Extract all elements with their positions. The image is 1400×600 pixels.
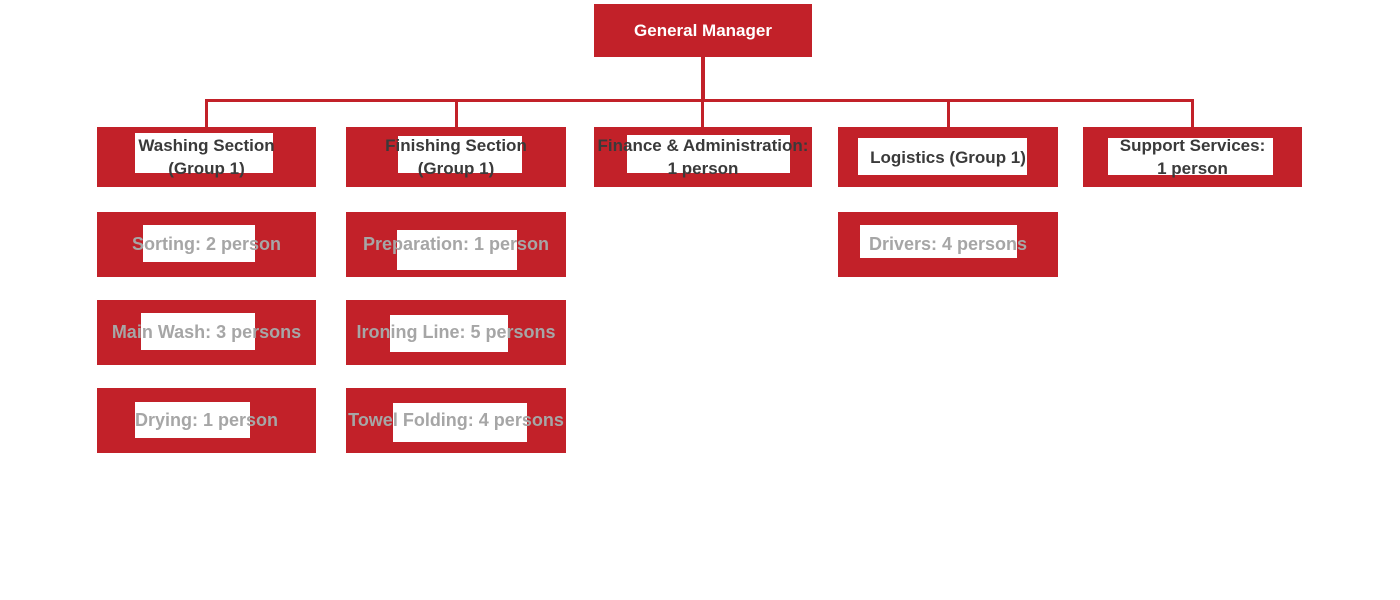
node-label-background [858, 138, 1027, 175]
node-label-background [135, 402, 250, 438]
title-line: Finishing Section [385, 136, 527, 155]
org-node-support-services: Support Services: 1 person [1083, 127, 1302, 187]
node-label-background [393, 403, 527, 442]
org-node-sorting: Sorting: 2 person [97, 212, 316, 277]
node-label-background [135, 133, 273, 173]
title-line: Finance & Administration: [597, 136, 809, 155]
org-node-washing-section: Washing Section (Group 1) [97, 127, 316, 187]
title-line: 1 person [1157, 159, 1228, 178]
title-line: Logistics (Group 1) [870, 147, 1026, 167]
title-line: (Group 1) [168, 159, 245, 178]
title-line: (Group 1) [417, 159, 495, 178]
node-label: Sorting: 2 person [131, 234, 281, 254]
node-label-background [141, 313, 255, 350]
node-label-background [1108, 138, 1273, 175]
node-label: Drivers: 4 persons [868, 234, 1028, 254]
connector-drop-finishing [455, 100, 458, 128]
org-node-preparation: Preparation: 1 person [346, 212, 566, 277]
org-node-general-manager: General Manager [594, 4, 812, 57]
node-label: General Manager [634, 20, 772, 40]
node-label-background [143, 225, 255, 262]
title-line: 1 person [667, 159, 739, 178]
node-label: Finance & Administration: 1 person [598, 134, 809, 180]
node-label: Ironing Line: 5 persons [356, 322, 556, 342]
node-label: Towel Folding: 4 persons [348, 410, 564, 430]
node-label: Drying: 1 person [134, 410, 279, 430]
org-node-main-wash: Main Wash: 3 persons [97, 300, 316, 365]
node-label-background [397, 230, 517, 270]
org-node-finishing-section: Finishing Section (Group 1) [346, 127, 566, 187]
node-label-background [627, 135, 790, 173]
connector-drop-washing [205, 100, 208, 128]
org-node-logistics: Logistics (Group 1) [838, 127, 1058, 187]
node-label: Logistics (Group 1) [870, 146, 1026, 169]
node-label: Washing Section (Group 1) [138, 134, 274, 180]
org-node-drying: Drying: 1 person [97, 388, 316, 453]
title-line: Washing Section [138, 136, 275, 155]
connector-root-stem [701, 57, 705, 101]
node-label-background [390, 315, 508, 352]
node-label: Preparation: 1 person [362, 234, 550, 254]
org-node-drivers: Drivers: 4 persons [838, 212, 1058, 277]
connector-drop-logistics [947, 100, 950, 128]
node-label: Support Services: 1 person [1120, 134, 1266, 180]
node-label: Main Wash: 3 persons [111, 322, 302, 342]
node-label: Finishing Section (Group 1) [385, 134, 527, 180]
org-node-towel-folding: Towel Folding: 4 persons [346, 388, 566, 453]
connector-drop-finance [701, 100, 704, 128]
org-node-ironing-line: Ironing Line: 5 persons [346, 300, 566, 365]
connector-drop-support [1191, 100, 1194, 128]
node-label-background [860, 225, 1017, 258]
org-node-finance-administration: Finance & Administration: 1 person [594, 127, 812, 187]
connector-horizontal-bar [205, 99, 1194, 102]
node-label-background [398, 136, 522, 173]
title-line: Support Services: [1119, 136, 1266, 155]
